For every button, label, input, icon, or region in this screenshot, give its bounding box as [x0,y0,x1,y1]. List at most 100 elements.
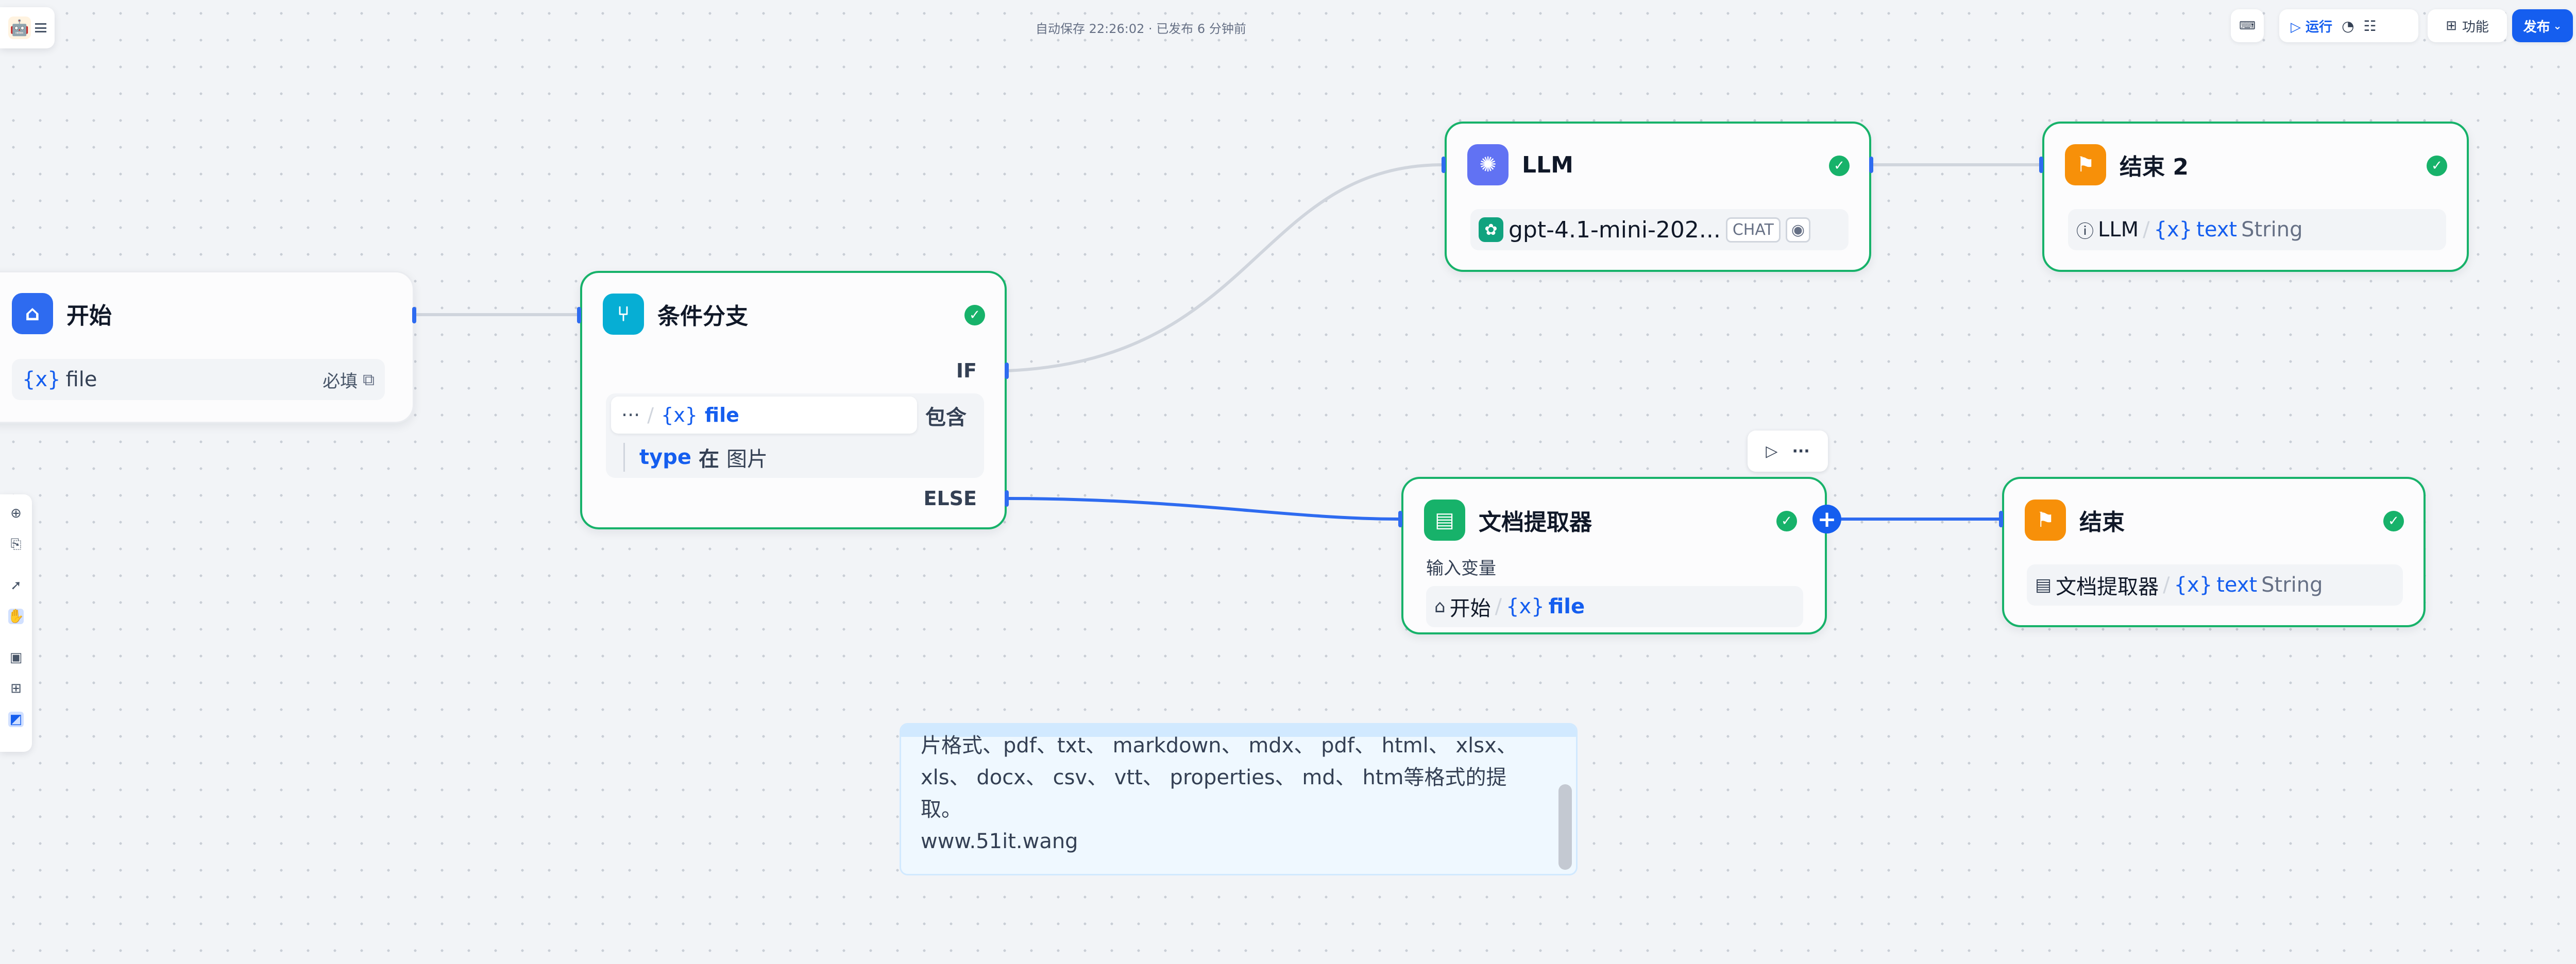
end2-target-handle[interactable] [2039,157,2043,173]
note-text[interactable]: 片格式、pdf、txt、 markdown、 mdx、 pdf、 html、 x… [921,730,1539,857]
doc-source: 开始 [1449,597,1491,621]
add-block-icon[interactable]: ⊕ [10,506,22,521]
openai-icon: ✿ [1479,217,1503,242]
note-scrollbar[interactable] [1558,784,1572,870]
menu-icon[interactable] [35,23,46,32]
pointer-icon[interactable]: ➚ [10,578,22,593]
if-source-handle[interactable] [1005,363,1009,379]
variable-icon: {x} [661,404,698,426]
publish-label: 发布 [2523,19,2550,35]
add-node-button[interactable]: + [1812,505,1841,533]
organize-blocks-icon[interactable]: ⊞ [10,681,22,696]
features-label: 功能 [2462,19,2489,35]
end-var-type: String [2261,573,2323,597]
sub-key: type [639,445,691,469]
plus-icon: + [1817,506,1837,532]
end-node-title: 结束 [2079,509,2125,536]
success-check-icon: ✓ [2383,511,2404,531]
canvas-toolbar: ⊕ ⎘ ➚ ✋ ▣ ⊞ ◩ [0,494,32,752]
edge-else-doc [1006,497,1401,521]
variable-icon: {x} [2154,218,2193,242]
sub-value: 图片 [726,447,768,471]
flag-icon: ⚑ [2025,500,2066,541]
edge-if-llm [1006,163,1444,372]
else-label: ELSE [923,487,977,510]
start-node[interactable]: ⌂ 开始 {x} file 必填 ⧉ [0,271,414,423]
llm-node[interactable]: ✺ LLM ✓ ✿ gpt-4.1-mini-202... CHAT ◉ [1445,122,1871,272]
if-label: IF [956,359,977,382]
hand-icon[interactable]: ✋ [7,609,25,624]
llm-icon: ✺ [1467,144,1509,185]
end-node[interactable]: ⚑ 结束 ✓ ▤ 文档提取器 / {x} text String [2002,477,2426,627]
end-output-row: ▤ 文档提取器 / {x} text String [2027,564,2403,606]
condition-box[interactable]: ··· / {x} file 包含 type 在 图片 [606,393,984,478]
end-source: 文档提取器 [2056,575,2159,599]
variable-icon: {x} [22,368,61,391]
end2-var-name: text [2196,218,2238,242]
model-selector[interactable]: ✿ gpt-4.1-mini-202... CHAT ◉ [1470,209,1849,250]
note-line: 片格式、pdf、txt、 markdown、 mdx、 pdf、 html、 x… [921,734,1517,758]
end2-node-title: 结束 2 [2120,154,2189,180]
minimap-icon[interactable]: ◩ [8,712,24,727]
success-check-icon: ✓ [1829,156,1850,176]
start-var-row: {x} file 必填 ⧉ [12,359,385,400]
home-small-icon: ⌂ [1434,596,1446,617]
condition-variable[interactable]: ··· / {x} file [611,397,917,434]
sub-condition[interactable]: type 在 图片 [623,443,768,472]
variable-icon: {x} [2174,573,2213,597]
run-toolbar: ▷ 运行 ◔ ☷ [2279,9,2418,42]
note-header[interactable] [901,725,1576,737]
features-button[interactable]: ⊞ 功能 [2428,9,2507,42]
variable-icon: {x} [1506,595,1545,618]
llm-source-handle[interactable] [1869,157,1873,173]
doc-input-row: ⌂ 开始 / {x} file [1426,586,1803,627]
publish-button[interactable]: 发布 ⌄ [2512,9,2573,42]
success-check-icon: ✓ [1776,511,1797,531]
if-node-title: 条件分支 [657,303,748,330]
copy-icon[interactable]: ⧉ [363,369,375,389]
document-small-icon: ▤ [2035,575,2052,595]
note-line: 取。 [921,798,962,821]
end2-var-type: String [2241,218,2303,242]
end2-output-row: ⓘ LLM / {x} text String [2068,209,2446,250]
autosave-status: 自动保存 22:26:02 · 已发布 6 分钟前 [1036,22,1246,36]
env-icon: ⌨ [2239,19,2256,32]
chevron-down-icon: ⌄ [2553,20,2562,32]
llm-target-handle[interactable] [1442,157,1446,173]
success-check-icon: ✓ [2427,156,2447,176]
flag-icon: ⚑ [2065,144,2106,185]
required-label: 必填 [323,371,358,392]
start-source-handle[interactable] [412,307,416,323]
features-icon: ⊞ [2446,18,2457,33]
run-button[interactable]: ▷ 运行 [2291,19,2333,35]
run-label: 运行 [2306,19,2333,35]
variables-icon[interactable]: ☷ [2363,17,2377,35]
input-var-label: 输入变量 [1426,558,1496,579]
branch-icon: ⑂ [603,294,644,335]
note-line: www.51it.wang [921,830,1078,853]
else-source-handle[interactable] [1005,490,1009,507]
more-icon[interactable]: ··· [1792,442,1810,460]
checklist-icon[interactable]: ◔ [2342,17,2354,35]
ellipsis-icon: ··· [621,404,640,426]
app-menu[interactable]: 🤖 [0,7,55,48]
doc-extractor-node[interactable]: ▤ 文档提取器 ✓ 输入变量 ⌂ 开始 / {x} file [1401,477,1827,634]
if-target-handle[interactable] [577,307,581,323]
start-node-title: 开始 [66,303,112,329]
condition-operator[interactable]: 包含 [925,406,967,429]
if-else-node[interactable]: ⑂ 条件分支 ✓ IF ··· / {x} file 包含 type 在 图片 … [580,271,1007,529]
play-icon[interactable]: ▷ [1766,442,1778,460]
condition-var-name: file [704,404,739,426]
sub-operator: 在 [698,447,719,471]
add-note-icon[interactable]: ⎘ [10,536,22,552]
end-target-handle[interactable] [1999,511,2003,527]
end2-node[interactable]: ⚑ 结束 2 ✓ ⓘ LLM / {x} text String [2042,122,2469,272]
note-card[interactable]: 片格式、pdf、txt、 markdown、 mdx、 pdf、 html、 x… [900,723,1578,875]
end-var-name: text [2216,573,2258,597]
export-image-icon[interactable]: ▣ [9,650,23,665]
doc-target-handle[interactable] [1398,511,1402,527]
mode-tag: CHAT [1725,217,1781,243]
node-actions: ▷ ··· [1748,431,1828,472]
note-line: xls、 docx、 csv、 vtt、 properties、 md、 htm… [921,766,1507,789]
env-button[interactable]: ⌨ [2231,9,2264,42]
